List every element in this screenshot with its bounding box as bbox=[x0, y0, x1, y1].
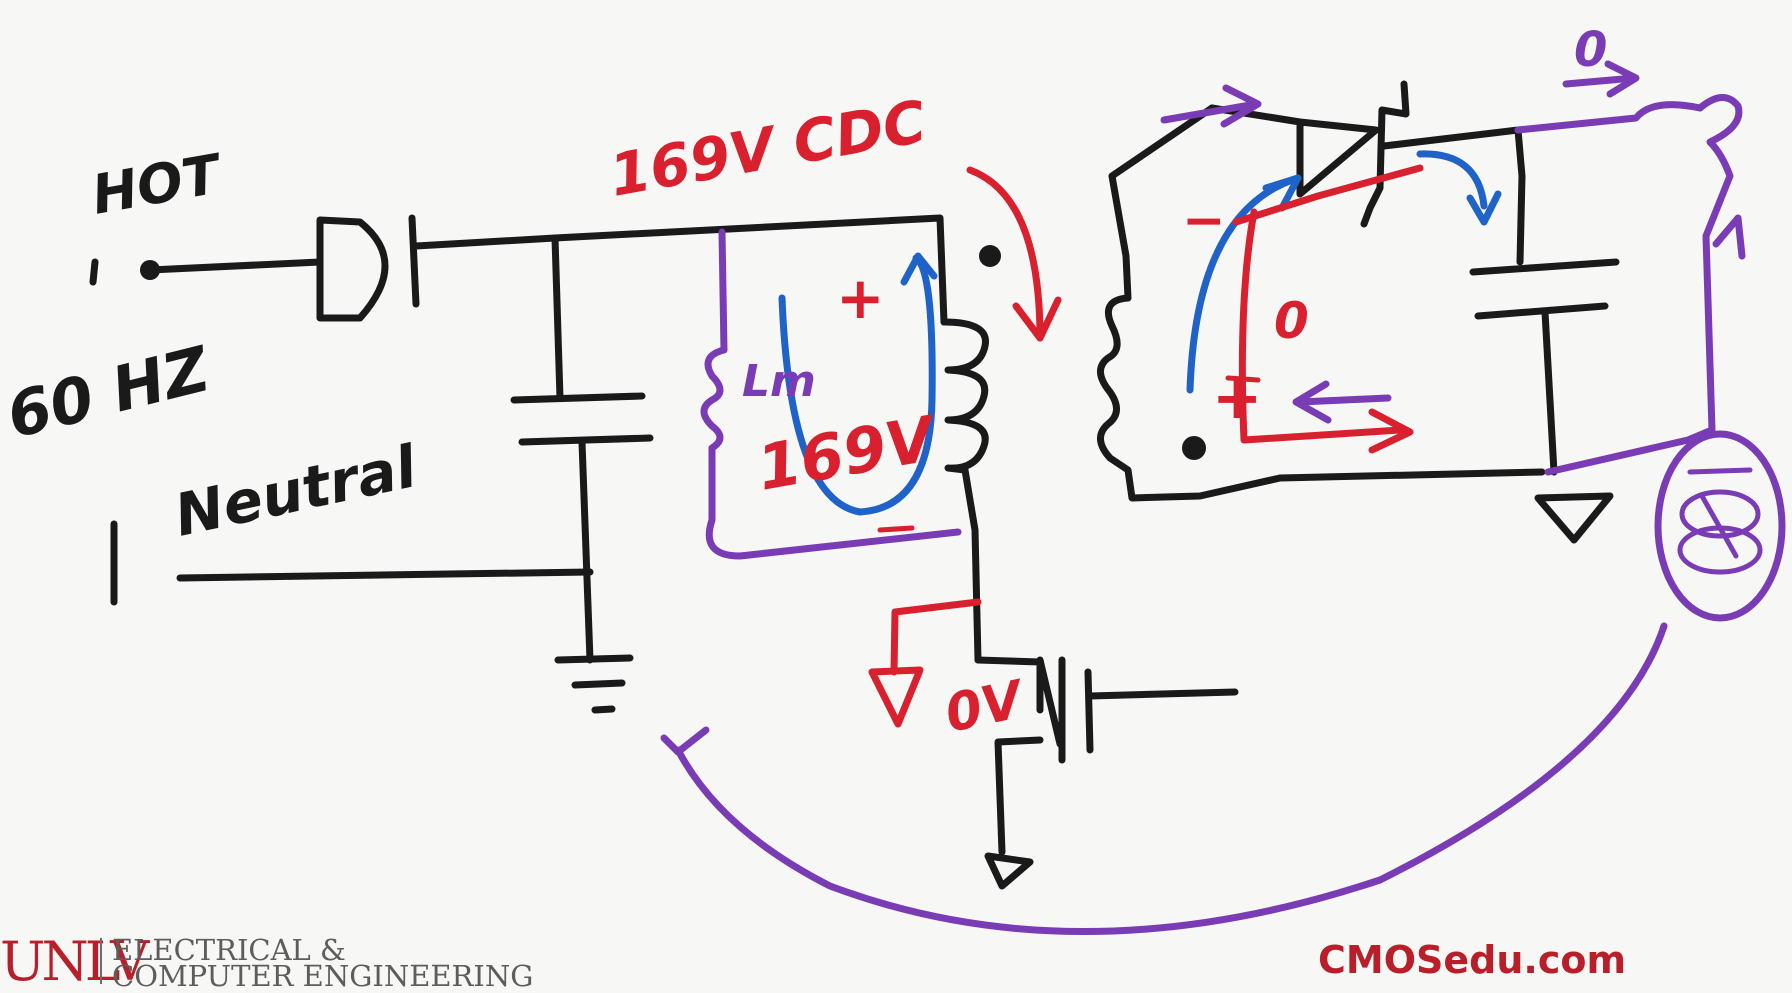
rectifier-diode bbox=[316, 214, 559, 322]
output-capacitor bbox=[1469, 258, 1620, 544]
output-load-and-feedback bbox=[660, 94, 1786, 935]
bulk-capacitor bbox=[510, 234, 654, 664]
optocoupler-ring bbox=[1654, 430, 1786, 622]
logo-mark: UNLV bbox=[0, 930, 149, 993]
mosfet-switch bbox=[974, 656, 1239, 856]
output-zero-label: 0 bbox=[1574, 22, 1607, 78]
magnetizing-inductance bbox=[700, 228, 962, 560]
primary-current-arrow bbox=[966, 166, 1062, 342]
magnetizing-inductance-label: Lm bbox=[742, 356, 816, 407]
brand-text: CMOSedu.com bbox=[1318, 938, 1627, 982]
logo-divider bbox=[100, 938, 102, 984]
secondary-winding bbox=[1097, 104, 1546, 502]
department-line-1: ELECTRICAL & bbox=[112, 933, 346, 967]
hot-label: HOT bbox=[87, 142, 228, 227]
bus-voltage-label: 169V CDC bbox=[605, 87, 931, 209]
secondary-current-arrow bbox=[1186, 150, 1502, 394]
ground-symbol-input bbox=[554, 654, 634, 714]
neutral-terminal bbox=[110, 520, 594, 606]
secondary-zero-label: 0 bbox=[1274, 292, 1309, 350]
magnetizing-current-loop bbox=[778, 252, 938, 516]
output-diode bbox=[1208, 80, 1704, 266]
ground-symbol-switch bbox=[984, 852, 1034, 890]
secondary-minus-sign: − bbox=[1182, 191, 1226, 251]
bus-wire bbox=[551, 214, 948, 326]
department-logo: UNLV ELECTRICAL & COMPUTER ENGINEERING bbox=[0, 916, 600, 993]
feedback-arc bbox=[674, 622, 1668, 935]
purple-direction-arrows bbox=[1160, 60, 1640, 424]
primary-winding bbox=[940, 245, 1001, 664]
hot-terminal bbox=[89, 258, 324, 286]
secondary-dot bbox=[1182, 436, 1206, 460]
secondary-voltage-marks bbox=[1225, 164, 1424, 454]
primary-voltage-label: 169V bbox=[752, 401, 944, 505]
frequency-label: 60 HZ bbox=[0, 332, 217, 453]
neutral-label: Neutral bbox=[169, 432, 423, 550]
zero-volt-ground-marker bbox=[868, 598, 982, 728]
primary-dot bbox=[979, 245, 1001, 267]
zero-volts-label: 0V bbox=[940, 669, 1031, 744]
secondary-plus-sign: + bbox=[1212, 363, 1262, 433]
department-line-2: COMPUTER ENGINEERING bbox=[112, 959, 534, 993]
primary-plus-sign: + bbox=[836, 264, 885, 332]
